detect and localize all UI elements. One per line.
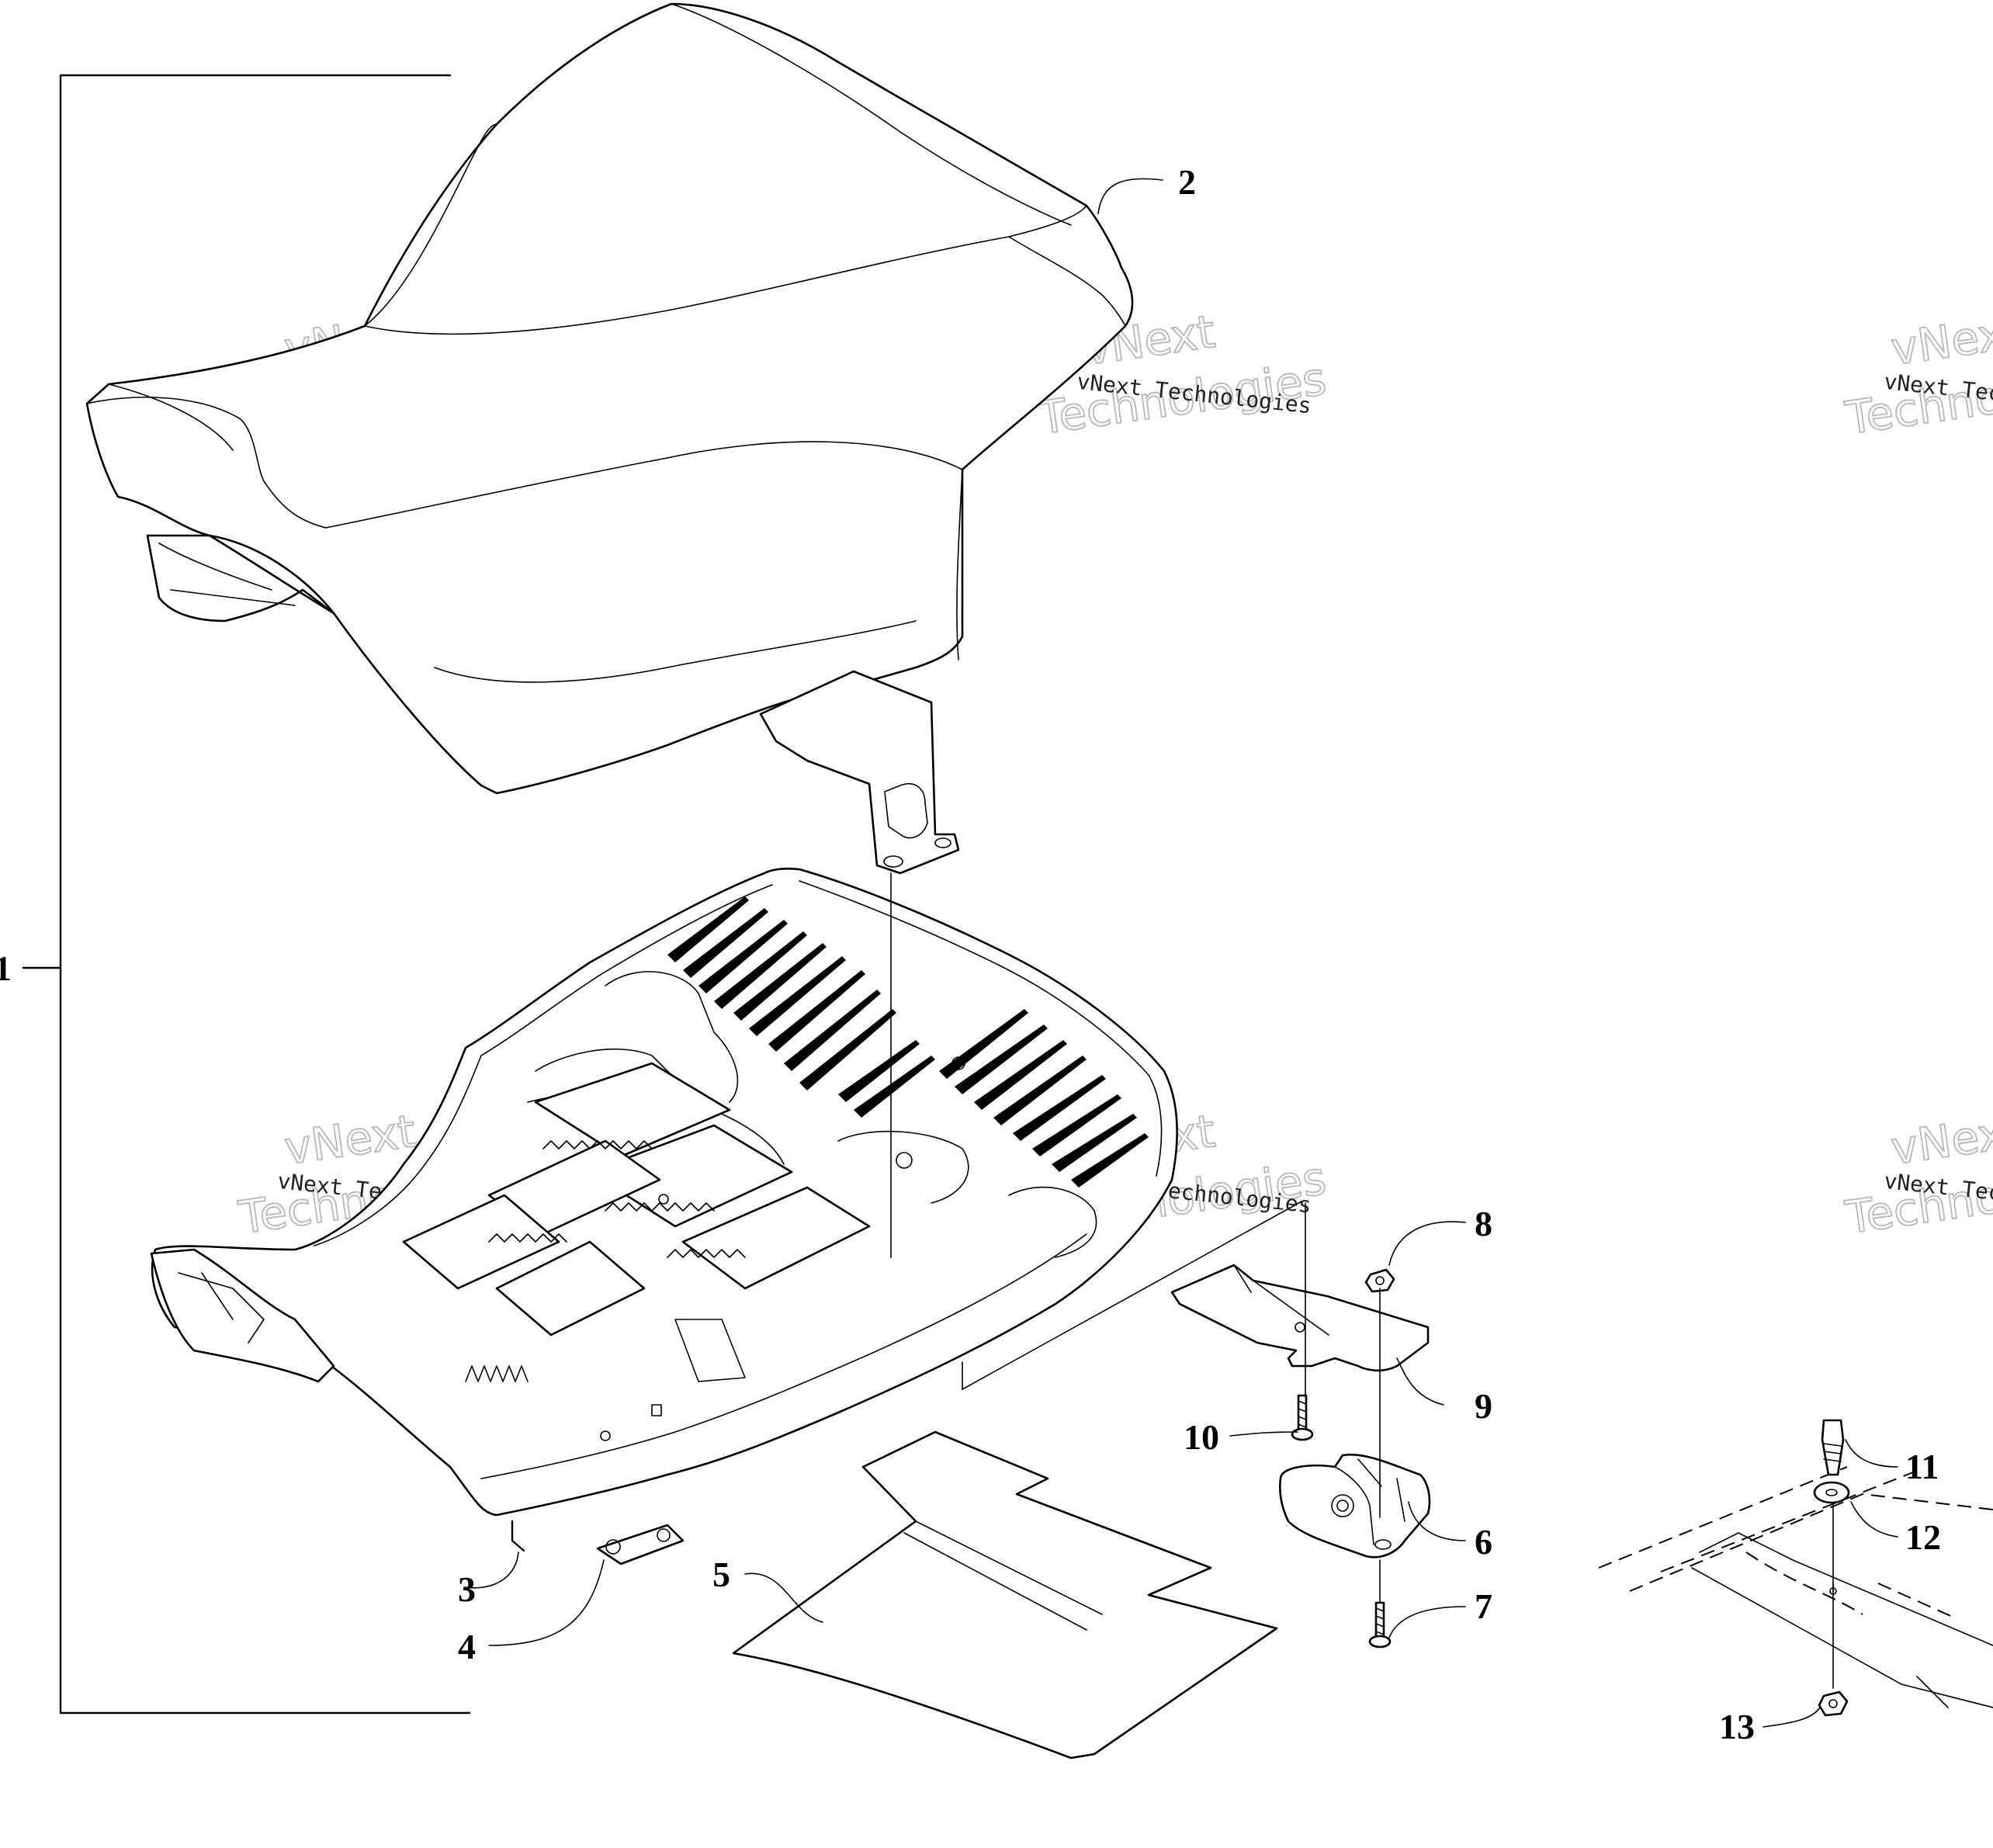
seat-latch [1279, 1453, 1431, 1558]
assembly-bracket [22, 74, 471, 1715]
callout-12: 12 [1905, 1517, 1941, 1557]
screw-10 [1291, 1394, 1314, 1441]
seat-base [150, 867, 1178, 1517]
svg-text:vNext: vNext [1887, 305, 1993, 376]
callout-labels: 1 2 3 4 5 6 7 8 9 10 11 12 13 [0, 162, 1941, 1746]
callout-8: 8 [1475, 1204, 1492, 1243]
screw-7 [1368, 1601, 1392, 1649]
watermark-6: vNext Technologies vNext Technologies [1841, 1104, 1993, 1245]
mounting-foot [596, 1524, 685, 1565]
callout-5: 5 [712, 1555, 730, 1594]
watermark-3: vNext Technologies vNext Technologies [1841, 304, 1993, 446]
lock-nut-8 [1364, 1268, 1395, 1293]
seat-cover [85, 2, 1134, 875]
retaining-clip [511, 1520, 525, 1552]
callout-11: 11 [1905, 1447, 1939, 1486]
callout-6: 6 [1475, 1522, 1492, 1562]
callout-3: 3 [458, 1569, 476, 1609]
seat-base-ribs [667, 896, 1149, 1188]
svg-text:vNext: vNext [1887, 1104, 1993, 1175]
svg-text:vNext: vNext [281, 1104, 418, 1175]
explode-lines [890, 872, 1381, 1604]
callout-leaders [463, 178, 1898, 1728]
frame-detail [1598, 1419, 1993, 1717]
callout-2: 2 [1178, 162, 1196, 202]
latch-plate [1170, 1264, 1430, 1372]
callout-7: 7 [1475, 1586, 1492, 1626]
callout-1: 1 [0, 948, 12, 988]
callout-13: 13 [1719, 1707, 1755, 1746]
callout-10: 10 [1184, 1417, 1219, 1457]
seat-pad [732, 1430, 1278, 1760]
callout-9: 9 [1475, 1386, 1492, 1426]
callout-4: 4 [458, 1627, 476, 1666]
